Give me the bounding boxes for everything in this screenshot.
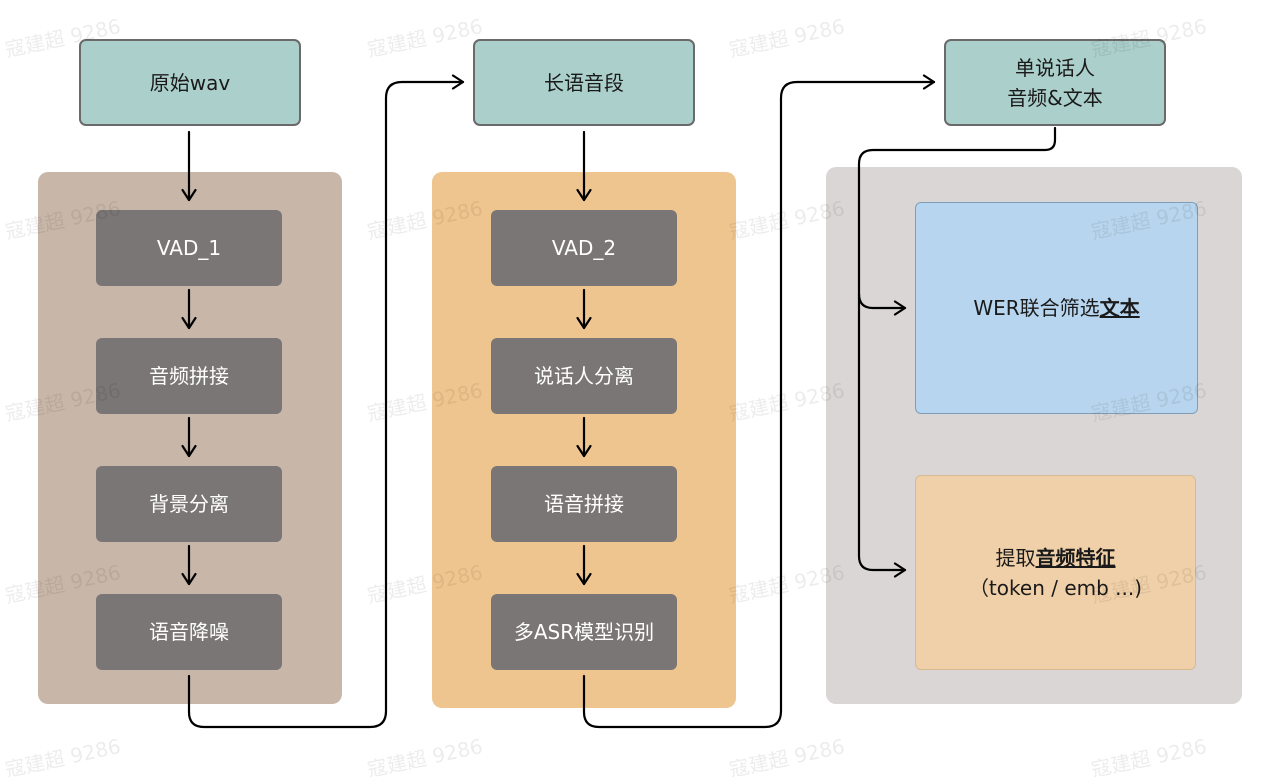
feature-extraction-detail: （token / emb ...) bbox=[968, 575, 1143, 600]
vad-2-label: VAD_2 bbox=[551, 236, 617, 260]
speech-concat-label: 语音拼接 bbox=[544, 492, 624, 516]
raw-wav-node: 原始wav bbox=[79, 39, 301, 126]
background-separation-step: 背景分离 bbox=[96, 466, 282, 542]
multi-asr-step: 多ASR模型识别 bbox=[491, 594, 677, 670]
arrow-asr-to-single-speaker bbox=[582, 74, 936, 729]
background-separation-label: 背景分离 bbox=[149, 492, 229, 516]
audio-concat-step: 音频拼接 bbox=[96, 338, 282, 414]
single-speaker-label-line1: 单说话人 bbox=[1015, 55, 1095, 80]
long-segment-node: 长语音段 bbox=[473, 39, 695, 126]
feature-extraction-prefix: 提取 bbox=[995, 545, 1036, 570]
arrow-single-speaker-to-wer bbox=[857, 126, 1057, 316]
wer-filter-node: WER联合筛选文本 bbox=[915, 202, 1198, 414]
vad-2-step: VAD_2 bbox=[491, 210, 677, 286]
feature-extraction-emphasis: 音频特征 bbox=[1035, 545, 1116, 570]
feature-extraction-label: 提取音频特征 bbox=[996, 543, 1116, 573]
diarization-label: 说话人分离 bbox=[534, 364, 634, 388]
vad-1-label: VAD_1 bbox=[156, 236, 222, 260]
denoise-label: 语音降噪 bbox=[149, 620, 229, 644]
multi-asr-label: 多ASR模型识别 bbox=[513, 620, 655, 644]
wer-filter-label: WER联合筛选文本 bbox=[973, 293, 1139, 323]
vad-1-step: VAD_1 bbox=[96, 210, 282, 286]
wer-filter-prefix: WER联合筛选 bbox=[973, 296, 1100, 320]
raw-wav-label: 原始wav bbox=[149, 70, 231, 95]
audio-concat-label: 音频拼接 bbox=[149, 364, 229, 388]
feature-extraction-node: 提取音频特征 （token / emb ...) bbox=[915, 475, 1196, 670]
denoise-step: 语音降噪 bbox=[96, 594, 282, 670]
arrow-denoise-to-long-segment bbox=[187, 74, 465, 729]
wer-filter-text-emphasis: 文本 bbox=[1099, 296, 1140, 320]
long-segment-label: 长语音段 bbox=[544, 70, 624, 95]
speech-concat-step: 语音拼接 bbox=[491, 466, 677, 542]
single-speaker-node: 单说话人 音频&文本 bbox=[944, 39, 1166, 126]
arrow-single-speaker-to-features bbox=[857, 292, 907, 578]
single-speaker-label-line2: 音频&文本 bbox=[1007, 85, 1103, 110]
diarization-step: 说话人分离 bbox=[491, 338, 677, 414]
